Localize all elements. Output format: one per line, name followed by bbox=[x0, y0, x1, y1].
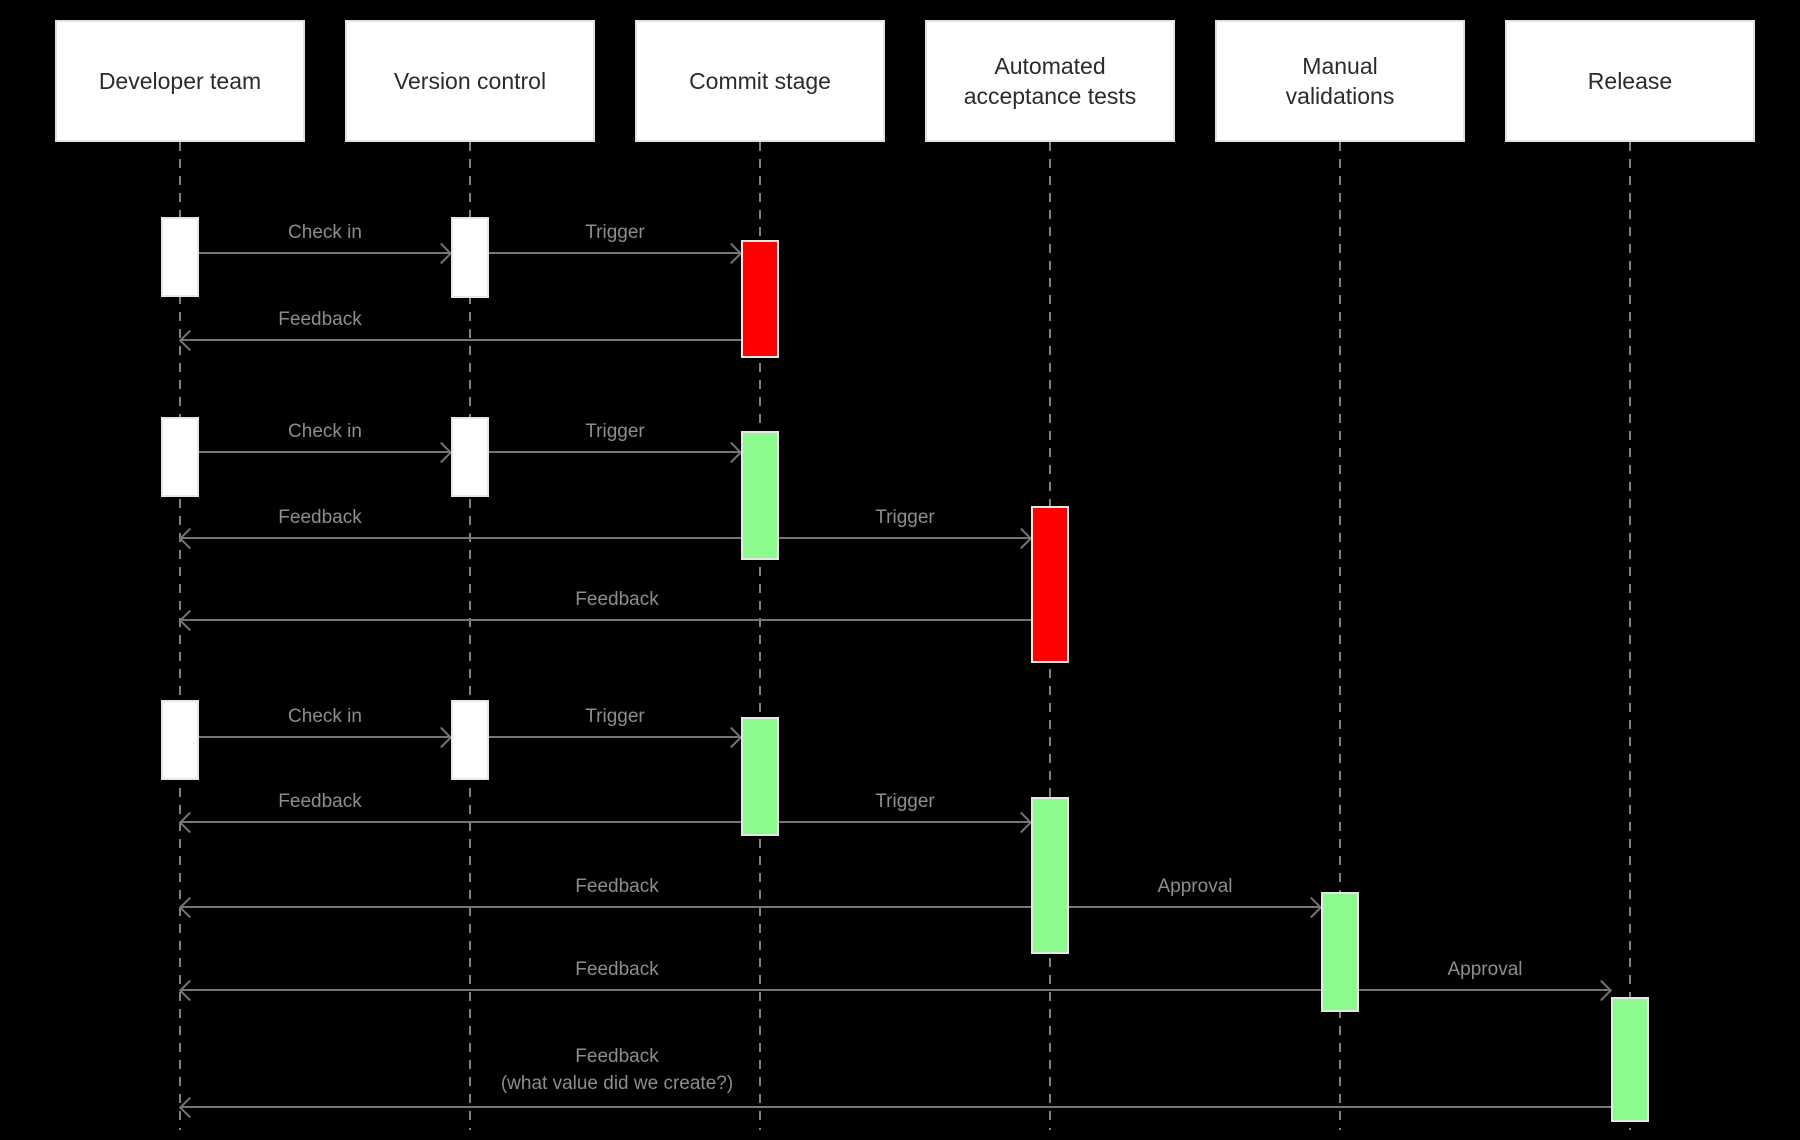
actor-label: Developer team bbox=[98, 68, 262, 94]
message-arrow-trigger-commit-1 bbox=[489, 252, 741, 254]
activation-developer-team-2 bbox=[161, 417, 199, 497]
message-label-check-in-2: Check in bbox=[288, 421, 362, 442]
message-label-feedback-commit-1: Feedback bbox=[278, 309, 362, 330]
message-arrow-check-in-2 bbox=[199, 451, 451, 453]
message-arrow-feedback-commit-1 bbox=[180, 339, 741, 341]
message-label-feedback-release: Feedback (what value did we create?) bbox=[501, 1043, 733, 1097]
message-label-approval-release: Approval bbox=[1447, 959, 1523, 980]
message-arrow-check-in-1 bbox=[199, 252, 451, 254]
lifeline-commit-stage bbox=[759, 142, 761, 1130]
actor-label: Version control bbox=[393, 68, 547, 94]
actor-box-developer-team: Developer team bbox=[55, 20, 305, 142]
activation-manual-validations-pass bbox=[1321, 892, 1359, 1012]
activation-developer-team-1 bbox=[161, 217, 199, 297]
message-label-feedback-mv: Feedback bbox=[575, 959, 659, 980]
message-label-feedback-release-line2: (what value did we create?) bbox=[500, 1073, 734, 1094]
lifeline-release bbox=[1629, 142, 1631, 1130]
message-label-feedback-release-line1: Feedback bbox=[575, 1046, 659, 1067]
message-label-trigger-aat-1: Trigger bbox=[875, 507, 935, 528]
actor-label: Automated acceptance tests bbox=[963, 53, 1137, 109]
message-arrow-feedback-release bbox=[180, 1106, 1611, 1108]
message-label-check-in-1: Check in bbox=[288, 222, 362, 243]
message-arrow-approval-mv bbox=[1069, 906, 1321, 908]
message-label-approval-mv: Approval bbox=[1157, 876, 1233, 897]
activation-version-control-1 bbox=[451, 217, 489, 298]
message-label-feedback-commit-2: Feedback bbox=[278, 507, 362, 528]
activation-developer-team-3 bbox=[161, 700, 199, 780]
message-arrow-feedback-mv bbox=[180, 989, 1321, 991]
message-arrow-feedback-commit-3 bbox=[180, 821, 741, 823]
message-arrow-approval-release bbox=[1359, 989, 1611, 991]
lifeline-version-control bbox=[469, 142, 471, 1130]
actor-box-release: Release bbox=[1505, 20, 1755, 142]
activation-aat-fail bbox=[1031, 506, 1069, 663]
actor-label: Commit stage bbox=[689, 68, 831, 94]
actor-box-version-control: Version control bbox=[345, 20, 595, 142]
lifeline-developer-team bbox=[179, 142, 181, 1130]
message-label-check-in-3: Check in bbox=[288, 706, 362, 727]
message-arrow-feedback-aat-2 bbox=[180, 906, 1031, 908]
message-arrow-feedback-commit-2 bbox=[180, 537, 741, 539]
activation-commit-stage-pass-1 bbox=[741, 431, 779, 560]
message-label-feedback-aat-2: Feedback bbox=[575, 876, 659, 897]
message-arrow-trigger-aat-1 bbox=[779, 537, 1031, 539]
actor-label: Manual validations bbox=[1285, 53, 1395, 109]
activation-commit-stage-fail bbox=[741, 240, 779, 358]
lifeline-manual-validations bbox=[1339, 142, 1341, 1130]
message-arrow-check-in-3 bbox=[199, 736, 451, 738]
message-arrow-trigger-commit-3 bbox=[489, 736, 741, 738]
actor-label: Release bbox=[1587, 68, 1673, 94]
message-arrow-trigger-commit-2 bbox=[489, 451, 741, 453]
message-label-trigger-aat-2: Trigger bbox=[875, 791, 935, 812]
message-arrow-feedback-aat-1 bbox=[180, 619, 1031, 621]
activation-release-pass bbox=[1611, 997, 1649, 1122]
message-label-trigger-commit-3: Trigger bbox=[585, 706, 645, 727]
actor-box-commit-stage: Commit stage bbox=[635, 20, 885, 142]
message-arrow-trigger-aat-2 bbox=[779, 821, 1031, 823]
message-label-feedback-aat-1: Feedback bbox=[575, 589, 659, 610]
message-label-trigger-commit-2: Trigger bbox=[585, 421, 645, 442]
message-label-trigger-commit-1: Trigger bbox=[585, 222, 645, 243]
message-label-feedback-commit-3: Feedback bbox=[278, 791, 362, 812]
actor-box-automated-acceptance-tests: Automated acceptance tests bbox=[925, 20, 1175, 142]
activation-version-control-3 bbox=[451, 700, 489, 780]
activation-version-control-2 bbox=[451, 417, 489, 497]
activation-commit-stage-pass-2 bbox=[741, 717, 779, 836]
activation-aat-pass bbox=[1031, 797, 1069, 954]
actor-box-manual-validations: Manual validations bbox=[1215, 20, 1465, 142]
